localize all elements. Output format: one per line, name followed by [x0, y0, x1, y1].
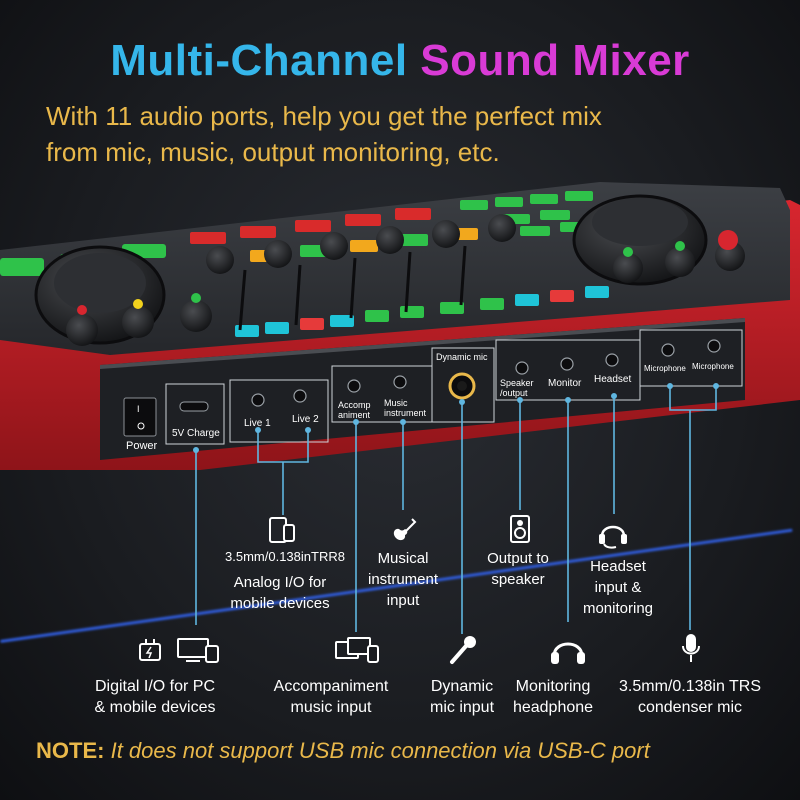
page-title: Multi-Channel Sound Mixer — [0, 36, 800, 86]
callout-accomp-line-2: music input — [290, 699, 372, 716]
callout-lines — [195, 386, 717, 634]
callout-dynamic: Dynamic mic input — [420, 676, 504, 718]
speaker-icon — [510, 515, 530, 543]
usb-note: NOTE: It does not support USB mic connec… — [36, 738, 650, 764]
callout-monitoring-line-1: Monitoring — [515, 678, 591, 695]
power-label: Power — [126, 440, 158, 452]
callout-monitoring-line-2: headphone — [512, 699, 594, 716]
port-label-accomp: Accomp animent — [338, 400, 371, 420]
port-label-monitor: Monitor — [548, 378, 582, 389]
note-colon: : — [97, 738, 111, 763]
callout-headset-line-3: monitoring — [582, 600, 654, 617]
port-label-live2: Live 2 — [292, 414, 319, 425]
port-box-charge — [165, 383, 225, 445]
subtitle: With 11 audio ports, help you get the pe… — [46, 98, 766, 170]
port-label-speaker: Speaker /output — [500, 378, 534, 398]
callout-accomp: Accompaniment music input — [256, 676, 406, 718]
usb-c-port — [179, 401, 209, 412]
callout-analog-line-1: Analog I/O for — [233, 574, 327, 591]
port-label-microphone-1: Microphone — [644, 364, 686, 373]
callout-analog-line-2: mobile devices — [230, 595, 330, 612]
note-label: NOTE — [36, 738, 98, 763]
port-box-live — [229, 379, 329, 443]
callout-output-line-1: Output to — [487, 550, 549, 567]
title-part-2: Sound Mixer — [420, 36, 690, 85]
port-label-charge: 5V Charge — [172, 428, 220, 439]
callout-condenser-line-1: 3.5mm/0.138in TRS — [619, 678, 761, 695]
title-part-1: Multi-Channel — [110, 36, 408, 85]
power-switch — [123, 397, 157, 437]
callout-musical-line-3: input — [386, 592, 420, 609]
callout-accomp-line-1: Accompaniment — [273, 678, 389, 695]
condenser-mic-icon — [682, 634, 700, 662]
callout-headset: Headset input & monitoring — [568, 556, 668, 619]
callout-output: Output to speaker — [466, 548, 570, 590]
callout-musical-line-1: Musical — [377, 550, 429, 567]
subtitle-line-2: from mic, music, output monitoring, etc. — [46, 137, 500, 167]
callout-condenser: 3.5mm/0.138in TRS condenser mic — [600, 676, 780, 718]
faders — [238, 245, 467, 331]
microphone-icon — [450, 636, 476, 664]
callout-digital: Digital I/O for PC & mobile devices — [72, 676, 238, 718]
callout-condenser-line-2: condenser mic — [637, 699, 743, 716]
callout-dynamic-line-2: mic input — [429, 699, 495, 716]
callout-trrs: 3.5mm/0.138inTRR8 — [225, 549, 345, 564]
callout-output-line-2: speaker — [491, 571, 545, 588]
callout-dynamic-line-1: Dynamic — [430, 678, 494, 695]
jacks — [251, 339, 721, 407]
port-label-music: Music instrument — [384, 398, 427, 418]
callout-monitoring: Monitoring headphone — [500, 676, 606, 718]
port-box-mics — [639, 329, 743, 387]
guitar-icon — [393, 518, 417, 541]
subtitle-line-1: With 11 audio ports, help you get the pe… — [46, 101, 602, 131]
knobs — [66, 214, 745, 346]
callout-musical-line-2: instrument — [367, 571, 439, 588]
callout-analog: Analog I/O for mobile devices — [210, 572, 350, 614]
callout-musical: Musical instrument input — [352, 548, 454, 611]
svg-text:I: I — [137, 404, 140, 414]
devices-icon — [335, 637, 379, 663]
port-label-dynamic-mic: Dynamic mic — [436, 352, 488, 362]
charger-icon — [139, 639, 161, 661]
port-label-microphone-2: Microphone — [692, 362, 734, 371]
callout-digital-line-2: & mobile devices — [94, 699, 216, 716]
note-text: It does not support USB mic connection v… — [110, 738, 650, 763]
callout-headset-line-1: Headset — [590, 558, 646, 575]
callout-digital-line-1: Digital I/O for PC — [94, 678, 216, 695]
headset-icon — [599, 525, 627, 549]
computer-icon — [177, 638, 219, 663]
headphones-icon — [551, 642, 585, 664]
smartphone-tablet-icon — [269, 517, 295, 543]
port-label-headset: Headset — [594, 374, 632, 385]
port-label-live1: Live 1 — [244, 418, 271, 429]
port-box-dynamic — [431, 347, 495, 423]
callout-headset-line-2: input & — [594, 579, 642, 596]
